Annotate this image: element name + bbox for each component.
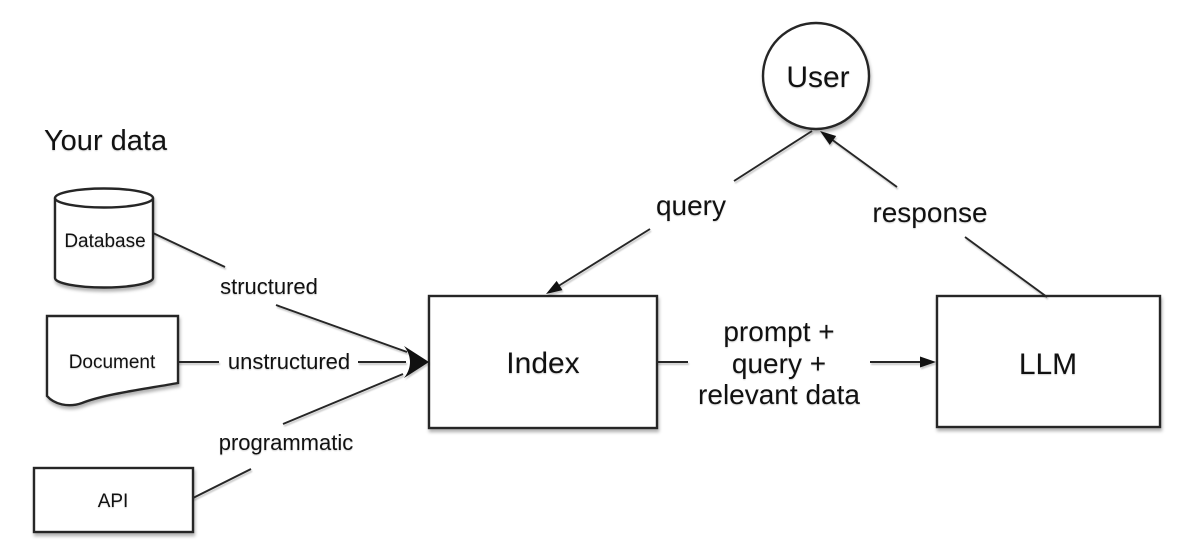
user-node	[761, 21, 871, 131]
index-arrowhead-icon	[404, 346, 429, 378]
response-edge-label: response	[872, 197, 987, 228]
prompt-edge-label-line1: prompt +	[723, 316, 834, 347]
database-cylinder-body-icon	[53, 198, 155, 289]
programmatic-edge-label: programmatic	[219, 430, 353, 455]
document-label: Document	[69, 352, 156, 373]
database-label: Database	[64, 231, 145, 252]
index-label: Index	[506, 347, 579, 380]
your-data-title: Your data	[44, 125, 168, 157]
structured-edge-segment-2	[275, 304, 408, 353]
database-node	[53, 187, 155, 289]
prompt-arrowhead-icon	[920, 356, 936, 368]
response-arrowhead-icon	[820, 131, 837, 145]
query-arrowhead-icon	[546, 280, 563, 294]
response-edge-segment-lower	[964, 236, 1048, 298]
prompt-edge-label-line2: query +	[732, 348, 826, 379]
database-cylinder-top-icon	[53, 187, 155, 209]
llm-label: LLM	[1019, 348, 1077, 381]
api-node	[32, 466, 195, 534]
query-edge-segment-lower	[551, 228, 651, 291]
structured-edge-label: structured	[220, 274, 318, 299]
document-node	[45, 314, 180, 407]
query-edge-label: query	[656, 190, 726, 221]
query-edge-segment-upper	[733, 130, 813, 182]
index-node	[427, 294, 659, 430]
structured-edge-segment-1	[152, 232, 226, 268]
api-label: API	[98, 491, 129, 512]
llm-node	[935, 294, 1162, 429]
response-edge-segment-upper	[826, 135, 898, 188]
user-label: User	[786, 61, 849, 94]
unstructured-edge-label: unstructured	[228, 349, 350, 374]
programmatic-edge-segment-2	[282, 373, 404, 425]
prompt-edge-label-line3: relevant data	[698, 379, 860, 410]
programmatic-edge-segment-1	[192, 468, 252, 499]
